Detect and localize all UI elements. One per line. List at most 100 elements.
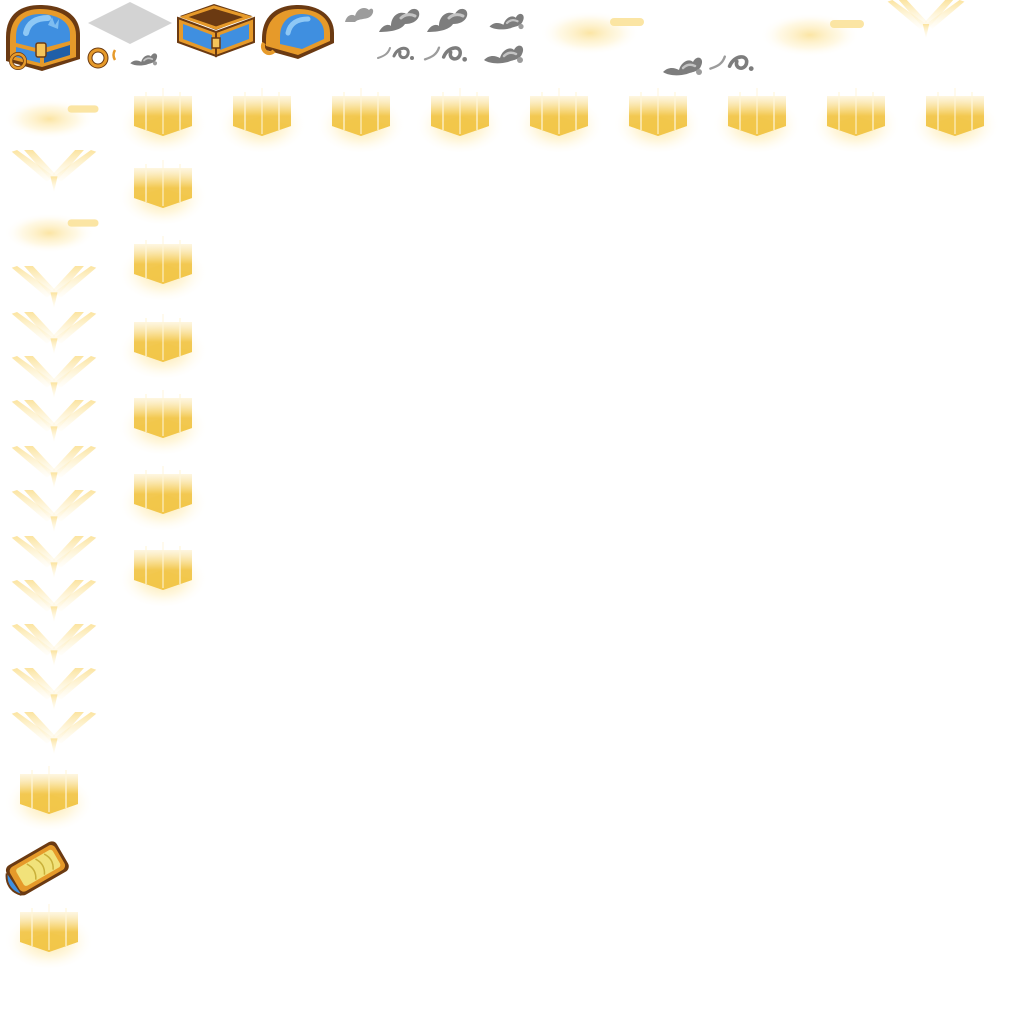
smoke-puff-icon [130,53,158,66]
light-rays-sprite [6,446,102,490]
ring-icon [87,47,109,69]
smoke-puff-icon [484,45,524,64]
light-rays-sprite [6,400,102,444]
light-beam-sprite [540,8,650,58]
ring-fragment-sprite [112,48,124,62]
light-rays-icon [887,0,965,39]
floor-tile-sprite [88,2,172,44]
smoke-wisp-sprite [708,44,756,74]
golden-glow-icon [118,236,208,300]
smoke-puff-icon [379,8,420,33]
smoke-wisp-sprite [376,38,416,62]
golden-glow-sprite [316,86,406,152]
golden-glow-sprite [811,86,901,152]
light-rays-icon [11,490,97,533]
ring-sprite [87,46,111,70]
light-rays-sprite [878,0,974,40]
golden-glow-icon [910,88,1000,152]
golden-glow-sprite [415,86,505,152]
smoke-puff-icon [489,13,524,30]
golden-glow-icon [217,88,307,152]
golden-glow-icon [118,390,208,454]
golden-glow-icon [118,314,208,378]
golden-glow-icon [316,88,406,152]
chest-open-sprite [174,2,256,58]
treasure-chest-icon [6,5,80,71]
golden-glow-sprite [118,234,208,300]
golden-glow-sprite [4,902,94,968]
smoke-puff-icon [427,8,468,33]
smoke-puff-sprite [124,44,164,66]
smoke-puff-sprite [655,44,711,76]
golden-glow-sprite [613,86,703,152]
chest-lid-icon [261,5,334,59]
golden-glow-icon [118,88,208,152]
light-rays-sprite [6,536,102,580]
light-rays-sprite [6,580,102,624]
light-rays-sprite [6,624,102,668]
light-rays-sprite [6,712,102,756]
golden-glow-icon [118,466,208,530]
smoke-puff-icon [423,46,467,62]
light-rays-icon [11,624,97,667]
light-rays-sprite [6,266,102,310]
light-beam-sprite [4,207,104,259]
light-rays-sprite [6,668,102,712]
light-beam-icon [540,11,644,55]
light-rays-icon [11,312,97,355]
smoke-puff-icon [709,55,754,71]
smoke-puff-sprite [476,32,532,64]
smoke-puff-icon [663,57,703,76]
smoke-puff-sprite [422,2,472,34]
smoke-wisp-sprite [420,36,472,64]
light-beam-icon [4,213,99,253]
light-rays-sprite [6,150,102,194]
light-beam-sprite [760,10,870,60]
smoke-puff-icon [345,8,374,22]
golden-glow-sprite [712,86,802,152]
golden-glow-sprite [514,86,604,152]
golden-glow-sprite [4,764,94,830]
golden-glow-sprite [118,540,208,606]
golden-glow-icon [514,88,604,152]
golden-glow-sprite [118,312,208,378]
golden-glow-icon [415,88,505,152]
golden-glow-icon [712,88,802,152]
floor-tile-icon [88,2,172,44]
light-rays-icon [11,266,97,309]
chest-lid-sprite [258,3,338,61]
smoke-puff-sprite [477,2,537,30]
light-beam-icon [760,13,864,57]
light-rays-icon [11,150,97,193]
golden-glow-sprite [910,86,1000,152]
smoke-puff-sprite [377,2,421,34]
golden-glow-icon [613,88,703,152]
golden-glow-sprite [118,86,208,152]
golden-glow-sprite [217,86,307,152]
golden-glow-sprite [118,158,208,224]
light-rays-sprite [6,312,102,356]
chest-closed-sprite [2,3,84,73]
smoke-puff-icon [377,46,414,60]
golden-glow-icon [4,904,94,968]
light-rays-icon [11,668,97,711]
tilted-chest-icon [5,841,69,896]
open-chest-icon [177,4,255,58]
golden-glow-icon [118,542,208,606]
light-beam-icon [4,99,99,139]
light-rays-sprite [6,356,102,400]
ring-icon [112,49,117,61]
smoke-puff-sprite [343,2,375,24]
golden-glow-icon [118,160,208,224]
golden-glow-icon [811,88,901,152]
light-rays-icon [11,446,97,489]
golden-glow-sprite [118,388,208,454]
light-rays-icon [11,400,97,443]
light-rays-icon [11,580,97,623]
light-rays-icon [11,356,97,399]
light-rays-icon [11,712,97,755]
golden-glow-sprite [118,464,208,530]
light-rays-sprite [6,490,102,534]
chest-tilted-sprite [0,836,72,896]
